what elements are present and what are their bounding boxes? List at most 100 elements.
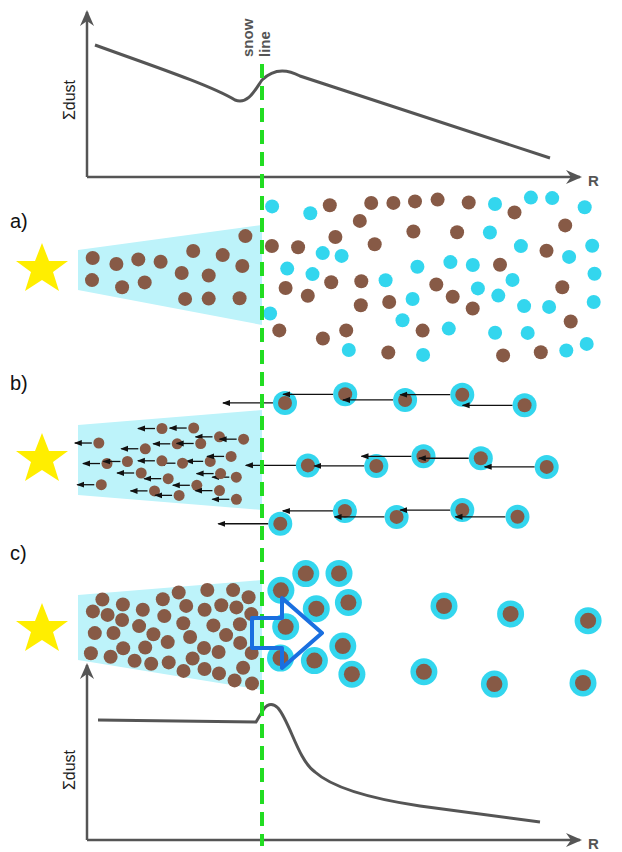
- grain: [200, 583, 214, 597]
- grain: [354, 274, 368, 288]
- grain: [450, 498, 474, 522]
- drift-arrow: [362, 456, 412, 457]
- grain: [508, 205, 522, 219]
- grain: [369, 459, 383, 473]
- grain: [238, 434, 249, 445]
- grain: [446, 290, 460, 304]
- grain: [195, 438, 206, 449]
- grain: [216, 248, 230, 262]
- stars: [16, 243, 68, 651]
- grain: [338, 504, 352, 518]
- drift-arrow: [173, 485, 190, 486]
- grain: [555, 280, 569, 294]
- drift-arrow: [138, 460, 155, 461]
- grain: [466, 258, 480, 272]
- grain: [540, 244, 554, 258]
- drift-arrow: [246, 465, 296, 466]
- grain: [202, 269, 216, 283]
- drift-arrow: [177, 443, 194, 444]
- grain: [517, 299, 531, 313]
- grain: [575, 607, 602, 634]
- grain: [540, 460, 554, 474]
- drift-arrow: [343, 399, 393, 400]
- grain: [429, 278, 443, 292]
- pileup-arrow: [252, 598, 322, 668]
- grain: [228, 673, 242, 687]
- grain: [587, 295, 601, 309]
- drift-arrow: [456, 516, 506, 517]
- drift-arrow: [400, 394, 450, 395]
- grain: [471, 281, 485, 295]
- grain: [491, 289, 505, 303]
- grain: [183, 630, 197, 644]
- grain: [486, 676, 502, 692]
- grain: [163, 473, 174, 484]
- grain: [340, 595, 356, 611]
- grain: [265, 199, 279, 213]
- grain: [146, 627, 160, 641]
- grain: [506, 505, 530, 529]
- grain: [280, 262, 294, 276]
- grain: [298, 566, 314, 582]
- grain: [535, 455, 559, 479]
- grain: [175, 266, 189, 280]
- grain: [335, 249, 349, 263]
- grain: [406, 292, 420, 306]
- grain: [575, 675, 591, 691]
- drift-arrow: [485, 466, 535, 467]
- grain: [558, 218, 572, 232]
- grain: [138, 275, 152, 289]
- drift-arrow: [121, 448, 138, 449]
- grain: [191, 480, 202, 491]
- grain: [396, 313, 410, 327]
- grain: [186, 244, 200, 258]
- grain: [273, 517, 287, 531]
- grain: [410, 260, 424, 274]
- grain: [86, 604, 100, 618]
- grain: [292, 560, 319, 587]
- drift-arrow: [283, 510, 333, 511]
- grain: [233, 636, 247, 650]
- grain: [316, 332, 330, 346]
- grain: [138, 641, 152, 655]
- grain: [412, 444, 436, 468]
- axis-label: R: [588, 172, 599, 189]
- grain: [115, 613, 129, 627]
- top-plot: [87, 12, 580, 177]
- grain: [84, 646, 98, 660]
- grain: [333, 499, 357, 523]
- drift-arrow: [207, 456, 224, 457]
- grain: [386, 196, 400, 210]
- grain: [335, 638, 351, 654]
- grain: [86, 251, 100, 265]
- grain: [229, 600, 243, 614]
- grain: [214, 431, 225, 442]
- grain: [506, 273, 520, 287]
- grain: [242, 590, 256, 604]
- drift-arrow: [197, 473, 214, 474]
- grain: [481, 671, 508, 698]
- grain: [328, 230, 342, 244]
- grain: [323, 198, 337, 212]
- grain: [157, 609, 171, 623]
- grain: [338, 661, 365, 688]
- drift-arrow: [170, 427, 187, 428]
- grain: [144, 657, 158, 671]
- grain: [382, 295, 396, 309]
- grain: [431, 193, 445, 207]
- grain: [186, 652, 200, 666]
- drift-arrow: [220, 439, 237, 440]
- grain: [524, 191, 538, 205]
- grain: [513, 393, 537, 417]
- grain: [198, 603, 212, 617]
- grain: [96, 479, 107, 490]
- grain: [342, 343, 356, 357]
- grain: [303, 206, 317, 220]
- axis-label: R: [588, 835, 599, 852]
- grain: [214, 598, 228, 612]
- drift-arrow: [75, 442, 92, 443]
- grain: [410, 658, 437, 685]
- inner-disk-b: [78, 410, 262, 510]
- grain: [101, 608, 115, 622]
- grain: [279, 281, 293, 295]
